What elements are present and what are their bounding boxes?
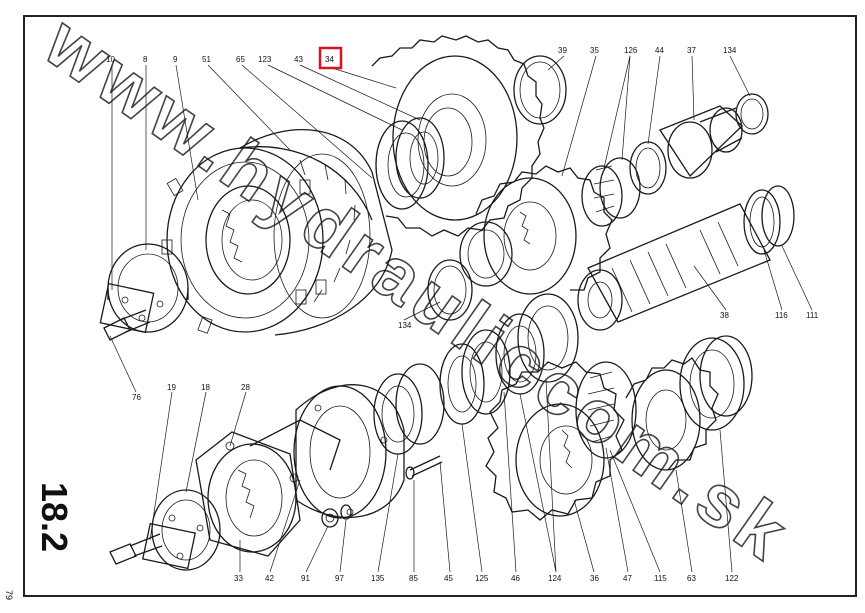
bolt-76 — [103, 309, 151, 341]
label-35: 35 — [590, 46, 599, 55]
label-125: 125 — [475, 574, 489, 583]
gear-36 — [485, 361, 625, 521]
nut-91 — [321, 508, 339, 528]
label-76: 76 — [132, 393, 141, 402]
label-39: 39 — [558, 46, 567, 55]
shaft-38 — [577, 203, 771, 331]
label-134-upper: 134 — [723, 46, 737, 55]
end-cover-8 — [99, 243, 189, 334]
label-116: 116 — [775, 311, 788, 320]
label-18: 18 — [201, 383, 210, 392]
label-38: 38 — [720, 311, 729, 320]
washer-134-upper — [735, 93, 769, 135]
drum-51 — [239, 129, 393, 336]
bearing-123 — [375, 117, 445, 210]
washer-134-lower — [427, 259, 473, 321]
label-115: 115 — [654, 574, 667, 583]
bolt-85 — [405, 455, 443, 480]
label-91: 91 — [301, 574, 310, 583]
leader-lines — [109, 55, 813, 573]
label-124: 124 — [548, 574, 562, 583]
drum-42 — [293, 384, 405, 519]
spacer-ring — [459, 221, 513, 287]
label-19: 19 — [167, 383, 176, 392]
bearing-46 — [495, 293, 579, 395]
shaft-37 — [659, 105, 743, 179]
label-126: 126 — [624, 46, 638, 55]
label-111: 111 — [806, 311, 819, 320]
label-8: 8 — [143, 55, 148, 64]
label-51: 51 — [202, 55, 211, 64]
label-10: 10 — [106, 55, 115, 64]
label-63: 63 — [687, 574, 696, 583]
label-43: 43 — [294, 55, 303, 64]
end-cover-18 — [141, 489, 221, 571]
label-46: 46 — [511, 574, 520, 583]
label-34: 34 — [325, 55, 334, 64]
label-123: 123 — [258, 55, 272, 64]
ring-111 — [761, 185, 795, 247]
section-number: 18.2 — [34, 482, 75, 552]
ring-39 — [513, 55, 567, 125]
gear-34 — [371, 35, 545, 237]
highlight-box-34 — [318, 46, 343, 70]
label-65: 65 — [236, 55, 245, 64]
ring-116 — [743, 189, 781, 255]
label-122: 122 — [725, 574, 739, 583]
label-42: 42 — [265, 574, 274, 583]
label-37: 37 — [687, 46, 696, 55]
label-9: 9 — [173, 55, 178, 64]
bolt-lower — [109, 533, 163, 565]
page-number: 79 — [4, 590, 14, 600]
label-36: 36 — [590, 574, 599, 583]
label-97: 97 — [335, 574, 344, 583]
bearing-122 — [679, 335, 753, 431]
diagram-frame — [23, 15, 857, 597]
label-44: 44 — [655, 46, 664, 55]
label-47: 47 — [623, 574, 632, 583]
label-85: 85 — [409, 574, 418, 583]
washer-97 — [340, 504, 352, 520]
label-28: 28 — [241, 383, 250, 392]
label-135: 135 — [371, 574, 385, 583]
label-134-lower: 134 — [398, 321, 412, 330]
label-45: 45 — [444, 574, 453, 583]
part-labels: 10 8 9 51 65 123 43 34 39 35 126 44 37 1… — [106, 46, 819, 583]
cover-28 — [249, 419, 341, 471]
gear-115 — [575, 361, 637, 459]
gear-63 — [625, 357, 719, 471]
label-33: 33 — [234, 574, 243, 583]
